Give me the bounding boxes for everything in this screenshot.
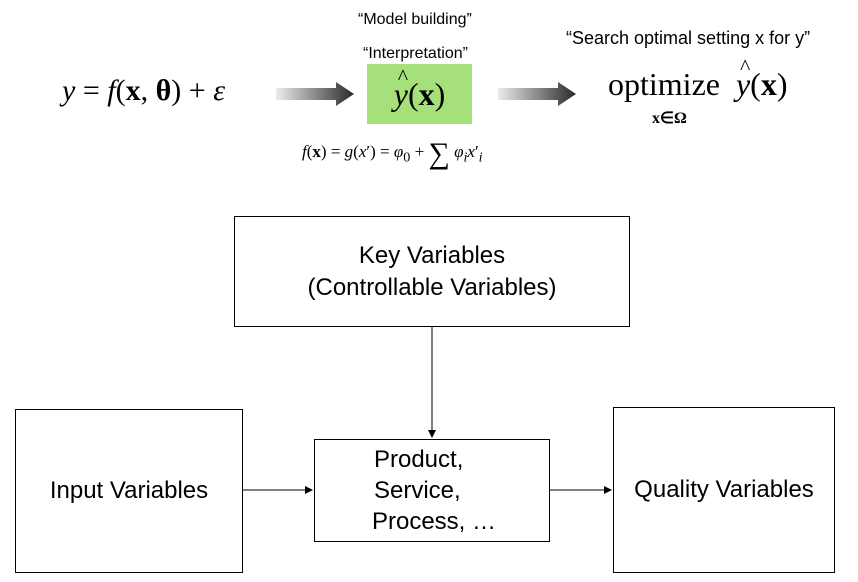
gradient-arrow-2	[498, 82, 576, 106]
process-line-product: Product,	[373, 445, 464, 473]
process-line-process: Process, …	[371, 508, 497, 536]
interpretation-label: “Interpretation”	[363, 45, 468, 62]
key-variables-title: Key Variables	[358, 242, 506, 270]
key-variables-subtitle: (Controllable Variables)	[307, 273, 557, 301]
optimize-expression: optimize y(x)	[608, 54, 787, 103]
process-box: Product, Service, Process, …	[314, 439, 550, 542]
optimize-subscript: x∈Ω	[652, 110, 687, 127]
gradient-arrow-1	[276, 82, 354, 106]
key-variables-box: Key Variables (Controllable Variables)	[234, 216, 630, 327]
model-building-label: “Model building”	[358, 11, 472, 28]
process-line-service: Service,	[373, 476, 461, 504]
search-optimal-label: “Search optimal setting x for y”	[566, 28, 811, 48]
explanation-equation: f(x) = g(x′) = φ0 + ∑ φix′i	[302, 137, 483, 170]
input-variables-label: Input Variables	[49, 477, 209, 505]
estimator-box: y(x)	[367, 64, 472, 124]
input-variables-box: Input Variables	[15, 409, 243, 573]
model-equation: y = f(x, θ) + ε	[62, 74, 226, 107]
optimize-word: optimize	[608, 66, 720, 102]
quality-variables-box: Quality Variables	[613, 407, 835, 573]
quality-variables-label: Quality Variables	[634, 476, 814, 504]
